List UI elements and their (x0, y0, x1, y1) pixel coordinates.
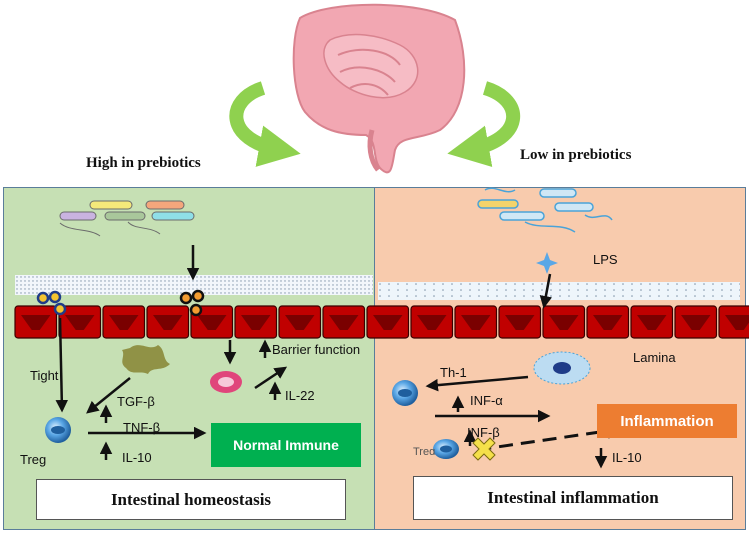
label-tnf-beta: TNF-β (123, 420, 161, 435)
treg-cell-right (433, 439, 459, 459)
intestine-illustration (292, 3, 466, 174)
epithelial-cell-core (109, 315, 139, 330)
epithelial-cell-core (373, 315, 403, 330)
label-th1: Th-1 (440, 365, 467, 380)
label-lps: LPS (593, 252, 618, 267)
normal-immune-badge: Normal Immune (211, 423, 361, 467)
th1-cell (392, 380, 418, 406)
treg-cell-left (45, 417, 71, 443)
label-barrier-function: Barrier function (272, 342, 361, 357)
tight-junction-cluster-left (36, 290, 67, 316)
arrow-lps-down (539, 273, 552, 309)
epithelial-cell-core (461, 315, 491, 330)
left-curved-arrow (229, 81, 301, 167)
inflammation-badge: Inflammation (597, 404, 737, 438)
inhibition-dashed-line (489, 430, 601, 450)
epithelial-cell-core (681, 315, 711, 330)
label-inf-beta: INF-β (467, 425, 500, 440)
homeostasis-panel (3, 187, 375, 530)
mucus-layer-left (15, 275, 373, 295)
arrow-tgf-to-treg (86, 377, 131, 414)
arrow-tight-to-treg (55, 317, 69, 413)
blocked-x-icon (472, 437, 496, 461)
label-inf-alpha: INF-α (470, 393, 503, 408)
epithelial-cell-core (549, 315, 579, 330)
right-curved-arrow (447, 81, 520, 168)
epithelial-cell-core (505, 315, 535, 330)
epithelial-cell-core (241, 315, 271, 330)
epithelial-cell-core (285, 315, 315, 330)
arrow-il22 (254, 366, 288, 390)
caption-low-prebiotics: Low in prebiotics (520, 147, 632, 163)
epithelial-cell-core (153, 315, 183, 330)
mucus-layer-right (378, 282, 740, 300)
summary-homeostasis: Intestinal homeostasis (36, 479, 346, 520)
dendritic-cell (122, 345, 170, 374)
arrow-lamina-to-th1 (425, 375, 529, 392)
lamina-cell-cluster (533, 351, 591, 385)
beneficial-bacteria (59, 200, 195, 237)
pathogenic-bacteria (477, 187, 613, 233)
label-treg-left: Treg (20, 452, 47, 467)
epithelial-cell-core (725, 315, 749, 330)
epithelial-cell-core (637, 315, 667, 330)
label-treg-right: Treg (413, 446, 436, 455)
tight-junction-cluster-mid (179, 289, 205, 317)
epithelial-cell-core (21, 315, 51, 330)
epithelial-cell-core (593, 315, 623, 330)
pink-cell (210, 371, 242, 393)
epithelial-cell-core (197, 315, 227, 330)
label-tight: Tight (30, 368, 59, 383)
epithelial-cell-core (65, 315, 95, 330)
epithelial-cell-core (329, 315, 359, 330)
label-lamina: Lamina (633, 350, 676, 365)
label-tgf-beta: TGF-β (117, 394, 155, 409)
caption-high-prebiotics: High in prebiotics (86, 155, 201, 171)
lps-star-icon (536, 252, 558, 274)
label-il10-left: IL-10 (122, 450, 152, 465)
summary-inflammation: Intestinal inflammation (413, 476, 733, 520)
epithelial-cell-core (417, 315, 447, 330)
label-il22: IL-22 (285, 388, 315, 403)
label-il10-right: IL-10 (612, 450, 642, 465)
epithelium-row (14, 305, 749, 339)
